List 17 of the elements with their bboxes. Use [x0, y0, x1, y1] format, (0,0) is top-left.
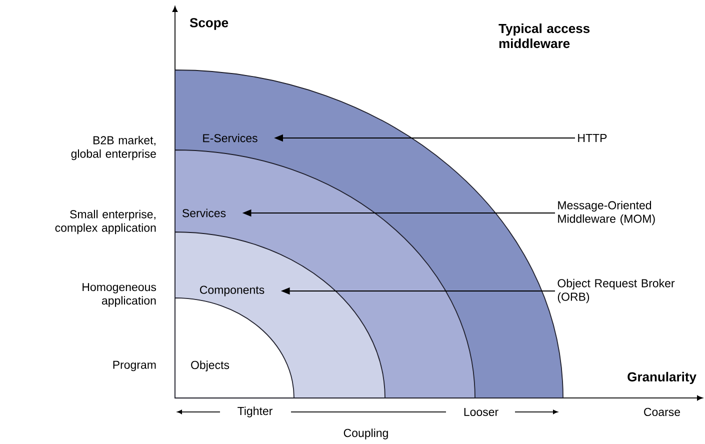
scope-label: B2B market, global enterprise — [71, 136, 156, 160]
axis-title: Scope — [190, 18, 228, 30]
middleware-label: Object Request Broker (ORB) — [558, 278, 675, 304]
band-label: E-Services — [203, 134, 258, 142]
axis-title: Coupling — [344, 428, 388, 440]
title: Typical access middleware — [498, 24, 590, 48]
middleware-label: HTTP — [578, 134, 607, 142]
band-label: Objects — [191, 360, 230, 372]
band-label: Components — [200, 286, 264, 296]
band-label: Services — [182, 208, 226, 218]
axis-title: Granularity — [628, 372, 696, 384]
scope-label: Program — [113, 360, 156, 372]
coupling-label: Looser — [464, 408, 498, 416]
scope-label: Homogeneous application — [82, 283, 156, 307]
granularity-label: Coarse — [644, 408, 680, 416]
scope-label: Small enterprise, complex application — [55, 210, 156, 234]
middleware-label: Message-Oriented Middleware (MOM) — [558, 200, 655, 226]
